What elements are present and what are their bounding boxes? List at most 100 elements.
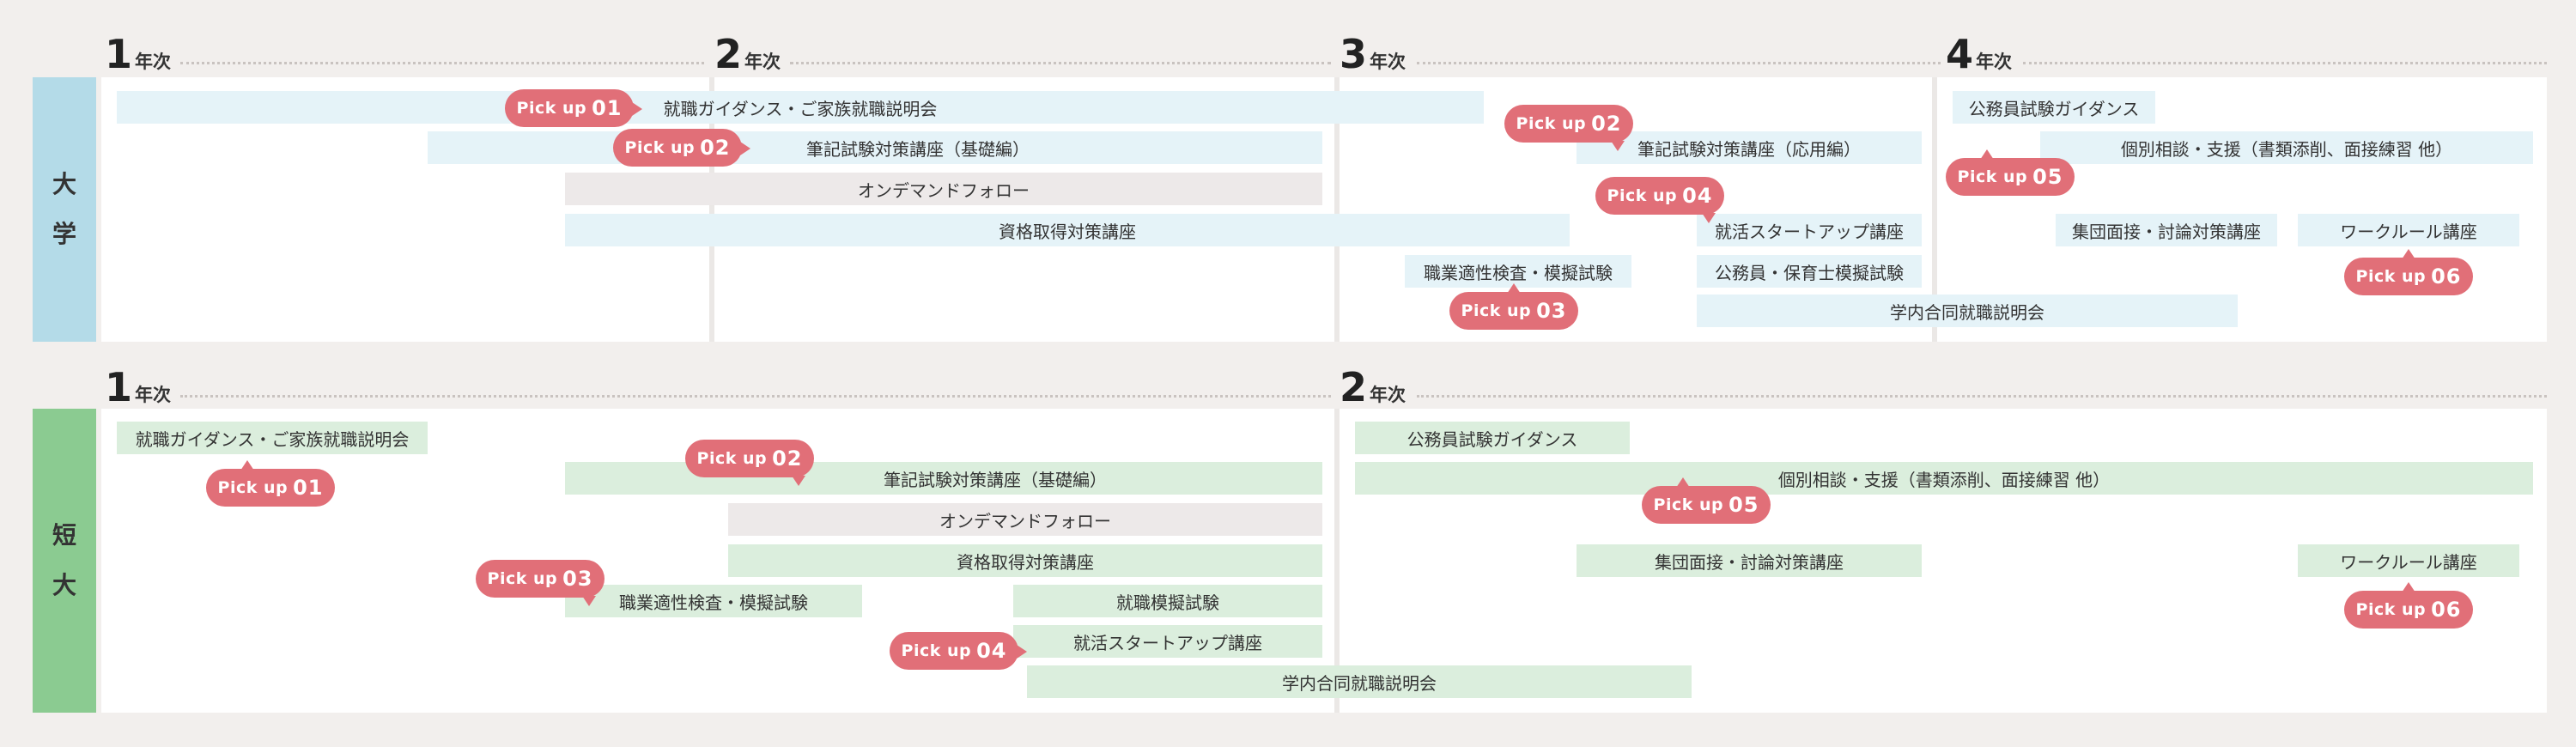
year-header-4: 4 年次 <box>1946 31 2012 74</box>
pickup-number: 06 <box>2431 264 2462 288</box>
bar-civil-servant-guidance[interactable]: 公務員試験ガイダンス <box>1953 91 2155 124</box>
pickup-badge-05[interactable]: Pick up 05 <box>1642 477 1771 524</box>
pointer-icon <box>792 476 805 486</box>
pickup-label: Pick up <box>516 99 587 118</box>
pickup-badge-02[interactable]: Pick up 02 <box>685 440 814 486</box>
bar-career-guidance[interactable]: 就職ガイダンス・ご家族就職説明会 <box>117 91 1484 124</box>
year-suffix: 年次 <box>744 52 781 72</box>
pickup-badge-04[interactable]: Pick up 04 <box>1595 177 1724 223</box>
pickup-number: 05 <box>1728 493 1759 517</box>
bar-work-rule[interactable]: ワークルール講座 <box>2298 214 2519 246</box>
pickup-badge-02-advanced[interactable]: Pick up 02 <box>1504 105 1633 151</box>
bar-certification-course[interactable]: 資格取得対策講座 <box>728 544 1322 577</box>
pointer-icon <box>740 142 750 155</box>
pickup-number: 02 <box>1591 112 1622 136</box>
year-suffix: 年次 <box>1370 385 1406 405</box>
column-divider <box>1334 77 1340 342</box>
column-divider <box>1334 409 1340 713</box>
university-label: 大 学 <box>33 77 96 342</box>
year-number: 2 <box>714 31 743 77</box>
pickup-number: 03 <box>562 567 593 591</box>
year-suffix: 年次 <box>135 52 172 72</box>
bar-individual-consultation[interactable]: 個別相談・支援（書類添削、面接練習 他） <box>1355 462 2533 495</box>
bar-written-exam-advanced[interactable]: 筆記試験対策講座（応用編） <box>1577 131 1922 164</box>
pickup-label: Pick up <box>1957 167 2028 186</box>
pointer-icon <box>632 102 642 116</box>
bar-written-exam-basic[interactable]: 筆記試験対策講座（基礎編） <box>565 462 1322 495</box>
pickup-label: Pick up <box>1653 495 1724 514</box>
year-divider-dots <box>180 395 1331 398</box>
pickup-label: Pick up <box>901 641 972 660</box>
pickup-number: 04 <box>976 639 1007 663</box>
bar-group-interview[interactable]: 集団面接・討論対策講座 <box>2056 214 2277 246</box>
bar-career-guidance[interactable]: 就職ガイダンス・ご家族就職説明会 <box>117 422 428 454</box>
pickup-label: Pick up <box>624 138 696 157</box>
bar-joint-company-fair[interactable]: 学内合同就職説明会 <box>1027 665 1692 698</box>
year-number: 2 <box>1340 364 1368 410</box>
year-header-3: 3 年次 <box>1340 31 1406 74</box>
pointer-icon <box>1702 213 1716 223</box>
pickup-badge-06[interactable]: Pick up 06 <box>2344 582 2473 629</box>
bar-on-demand-follow[interactable]: オンデマンドフォロー <box>728 503 1322 536</box>
pointer-icon <box>582 596 596 606</box>
pointer-icon <box>1676 477 1690 488</box>
bar-aptitude-test[interactable]: 職業適性検査・模擬試験 <box>1405 255 1631 288</box>
bar-written-exam-basic[interactable]: 筆記試験対策講座（基礎編） <box>428 131 1322 164</box>
label-char: 学 <box>52 220 76 248</box>
pointer-icon <box>2402 582 2415 592</box>
pickup-label: Pick up <box>217 478 289 497</box>
year-divider-dots <box>790 62 1331 64</box>
pickup-badge-03[interactable]: Pick up 03 <box>1449 283 1578 330</box>
junior-college-label: 短 大 <box>33 409 96 713</box>
pointer-icon <box>1507 283 1521 294</box>
bar-joint-company-fair[interactable]: 学内合同就職説明会 <box>1697 295 2238 327</box>
year-header-1: 1 年次 <box>105 364 171 407</box>
year-header-1: 1 年次 <box>105 31 171 74</box>
bar-group-interview[interactable]: 集団面接・討論対策講座 <box>1577 544 1922 577</box>
bar-on-demand-follow[interactable]: オンデマンドフォロー <box>565 173 1322 205</box>
pickup-number: 02 <box>772 446 803 471</box>
pickup-label: Pick up <box>2355 267 2427 286</box>
pickup-badge-02[interactable]: Pick up 02 <box>613 129 750 167</box>
pickup-badge-06[interactable]: Pick up 06 <box>2344 249 2473 295</box>
pickup-label: Pick up <box>2355 600 2427 619</box>
year-suffix: 年次 <box>135 385 172 405</box>
year-number: 1 <box>105 31 133 77</box>
year-divider-dots <box>2023 62 2547 64</box>
year-divider-dots <box>1417 62 1941 64</box>
year-divider-dots <box>1417 395 2547 398</box>
year-divider-dots <box>180 62 704 64</box>
pointer-icon <box>1017 645 1027 659</box>
pickup-number: 04 <box>1682 184 1713 208</box>
pickup-label: Pick up <box>1516 114 1587 133</box>
pickup-badge-04[interactable]: Pick up 04 <box>890 632 1027 670</box>
pickup-badge-05[interactable]: Pick up 05 <box>1946 149 2075 196</box>
bar-civil-servant-guidance[interactable]: 公務員試験ガイダンス <box>1355 422 1630 454</box>
pickup-number: 03 <box>1536 299 1567 323</box>
bar-aptitude-test[interactable]: 職業適性検査・模擬試験 <box>565 585 862 617</box>
year-number: 4 <box>1946 31 1974 77</box>
pickup-label: Pick up <box>1607 186 1678 205</box>
label-char: 大 <box>52 170 76 198</box>
bar-individual-consultation[interactable]: 個別相談・支援（書類添削、面接練習 他） <box>2040 131 2533 164</box>
pickup-badge-01[interactable]: Pick up 01 <box>505 89 642 127</box>
pointer-icon <box>2402 249 2415 259</box>
bar-work-rule[interactable]: ワークルール講座 <box>2298 544 2519 577</box>
label-char: 大 <box>52 571 76 599</box>
bar-certification-course[interactable]: 資格取得対策講座 <box>565 214 1570 246</box>
bar-startup-course[interactable]: 就活スタートアップ講座 <box>1697 214 1922 246</box>
pickup-number: 05 <box>2032 165 2063 189</box>
pickup-number: 02 <box>700 136 731 160</box>
year-number: 3 <box>1340 31 1368 77</box>
year-header-2: 2 年次 <box>1340 364 1406 407</box>
bar-startup-course[interactable]: 就活スタートアップ講座 <box>1013 625 1322 658</box>
pickup-badge-03[interactable]: Pick up 03 <box>476 560 605 606</box>
pickup-number: 01 <box>293 476 324 500</box>
bar-employment-mock-exam[interactable]: 就職模擬試験 <box>1013 585 1322 617</box>
bar-civil-servant-mock[interactable]: 公務員・保育士模擬試験 <box>1697 255 1922 288</box>
label-char: 短 <box>52 521 76 550</box>
pointer-icon <box>1980 149 1994 160</box>
pickup-label: Pick up <box>487 569 558 588</box>
pointer-icon <box>1611 141 1625 151</box>
pickup-badge-01[interactable]: Pick up 01 <box>206 460 335 507</box>
